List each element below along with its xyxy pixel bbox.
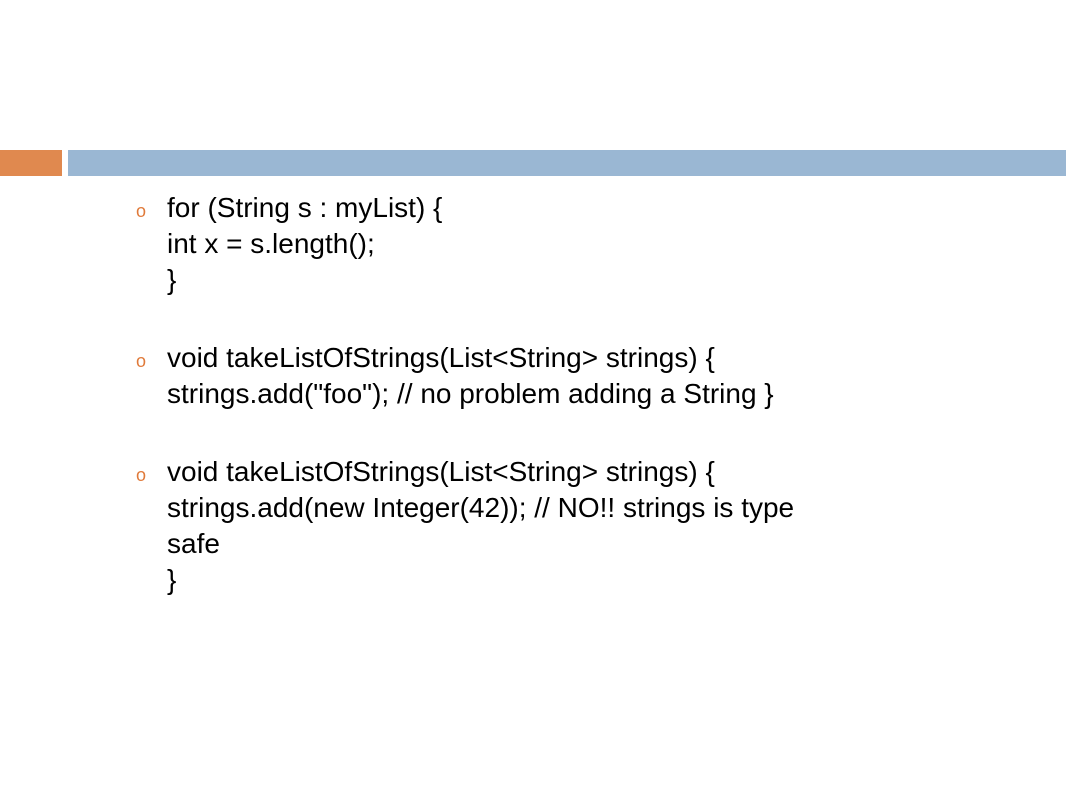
- code-line: void takeListOfStrings(List<String> stri…: [167, 456, 715, 487]
- code-line: for (String s : myList) {: [167, 192, 443, 223]
- bullet-item-for-loop: o for (String s : myList) { int x = s.le…: [136, 190, 967, 298]
- code-line: int x = s.length();: [167, 228, 375, 259]
- code-line: strings.add(new Integer(42)); // NO!! st…: [167, 492, 795, 523]
- code-line: safe: [167, 528, 220, 559]
- code-line: }: [167, 564, 177, 595]
- header-bar: [68, 150, 1066, 176]
- header-accent-bar: [0, 150, 62, 176]
- bullet-icon: o: [136, 201, 147, 221]
- bullet-item-add-integer: o void takeListOfStrings(List<String> st…: [136, 454, 967, 598]
- slide-content: o for (String s : myList) { int x = s.le…: [0, 190, 1066, 598]
- bullet-icon: o: [136, 465, 147, 485]
- code-line: strings.add("foo"); // no problem adding…: [167, 378, 774, 409]
- code-line: void takeListOfStrings(List<String> stri…: [167, 342, 715, 373]
- bullet-item-add-string: o void takeListOfStrings(List<String> st…: [136, 340, 967, 412]
- bullet-icon: o: [136, 351, 147, 371]
- code-line: }: [167, 264, 177, 295]
